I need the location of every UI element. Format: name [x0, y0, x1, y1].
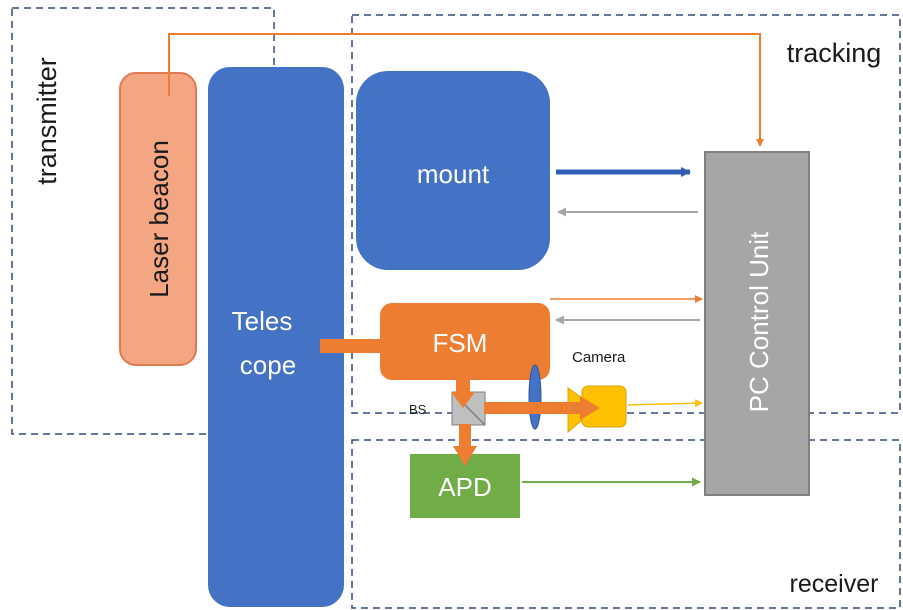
- bs-label: BS: [409, 402, 427, 417]
- telescope-label-line1: Teles: [232, 306, 293, 336]
- telescope-block: [208, 67, 344, 607]
- camera-to-pc-arrow: [627, 399, 703, 408]
- beam-fsm-to-bs: [451, 364, 475, 408]
- laser-beacon-to-pc-arrow: [168, 33, 764, 147]
- apd-label: APD: [438, 472, 491, 502]
- beam-telescope-to-fsm: [320, 330, 412, 362]
- pc-control-unit-block: [704, 151, 810, 496]
- mount-block: [356, 71, 550, 270]
- pc-control-unit-label: PC Control Unit: [744, 231, 774, 412]
- laser-beacon-block: [119, 72, 197, 366]
- beam-bs-to-apd: [453, 424, 477, 466]
- beam-bs-to-camera: [484, 396, 600, 420]
- fsm-block: [380, 303, 550, 380]
- receiver-region: [351, 439, 901, 609]
- transmitter-label: transmitter: [32, 57, 62, 185]
- lens-icon: [528, 364, 542, 430]
- receiver-label: receiver: [790, 570, 879, 598]
- telescope-label-line2: cope: [240, 350, 296, 380]
- mount-label: mount: [417, 159, 490, 189]
- tracking-region: [351, 14, 901, 414]
- camera-label: Camera: [572, 349, 626, 366]
- tracking-label: tracking: [787, 38, 882, 68]
- fsm-label: FSM: [433, 328, 488, 358]
- laser-beacon-label: Laser beacon: [144, 140, 174, 298]
